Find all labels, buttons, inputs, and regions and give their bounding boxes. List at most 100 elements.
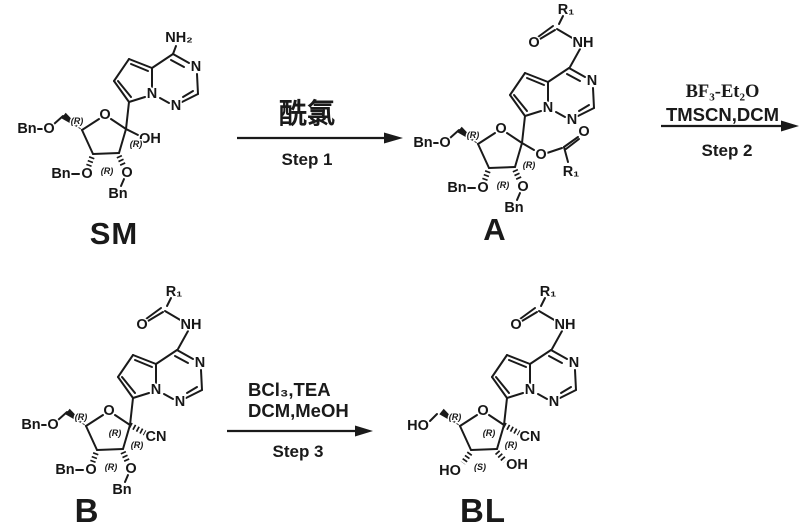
structure-sm-drawing: NH₂ N N N O OH O Bn O Bn O Bn (R) (R) (R… bbox=[16, 29, 203, 204]
oxygen-label: O bbox=[81, 166, 92, 182]
sm-bonds bbox=[36, 45, 199, 187]
hydroxyl-label: OH bbox=[139, 131, 161, 147]
ester-carbonyl-oxygen-label: O bbox=[578, 124, 589, 140]
b-atom-labels: N N N O CN O Bn O Bn O Bn (R) (R) (R) (R… bbox=[20, 354, 207, 500]
step-label-3: Step 3 bbox=[272, 442, 324, 461]
nitrogen-label: N bbox=[195, 355, 205, 371]
benzyl-label: Bn bbox=[21, 417, 40, 433]
arrowhead bbox=[384, 132, 403, 144]
oxygen-label: O bbox=[477, 180, 488, 196]
nitrogen-label: N bbox=[587, 73, 597, 89]
oxygen-label: O bbox=[125, 461, 136, 477]
reagent-text-step2-line2: TMSCN,DCM bbox=[665, 104, 780, 125]
bl-bonds bbox=[429, 349, 577, 465]
nitrogen-label: N bbox=[525, 382, 535, 398]
r1-label: R₁ bbox=[558, 2, 574, 18]
r1-label: R₁ bbox=[166, 284, 182, 300]
oxygen-label: O bbox=[85, 462, 96, 478]
arrowhead bbox=[355, 425, 373, 437]
reagent-text-step3-line1: BCl₃,TEA bbox=[248, 379, 331, 400]
hydroxyl-label: HO bbox=[407, 418, 429, 434]
ring-oxygen-label: O bbox=[495, 121, 506, 137]
reagent-text-step1: 酰氯 bbox=[278, 98, 335, 129]
sm-atom-labels: NH₂ N N N O OH O Bn O Bn O Bn (R) (R) (R… bbox=[16, 29, 203, 204]
reagent-text-step2-line1: BF₃-Et₂O bbox=[685, 82, 760, 102]
benzyl-label: Bn bbox=[51, 166, 70, 182]
arrowhead bbox=[781, 120, 799, 132]
stereo-label-R: (R) bbox=[109, 428, 122, 438]
stereo-label-R: (R) bbox=[71, 116, 84, 126]
structure-label-bl: BL bbox=[460, 492, 506, 529]
nitrogen-label: N bbox=[543, 100, 553, 116]
nitrogen-label: N bbox=[191, 59, 201, 75]
carbonyl-oxygen-label: O bbox=[510, 317, 521, 333]
b-bonds bbox=[40, 349, 203, 483]
stereo-label-R: (R) bbox=[131, 440, 144, 450]
hydroxyl-label: HO bbox=[439, 463, 461, 479]
stereo-label-R: (R) bbox=[497, 180, 510, 190]
carbonyl-oxygen-label: O bbox=[528, 35, 539, 51]
oxygen-label: O bbox=[439, 135, 450, 151]
hydroxyl-label: OH bbox=[506, 457, 528, 473]
b-amide-bonds bbox=[145, 297, 189, 350]
oxygen-label: O bbox=[43, 121, 54, 137]
nitrile-label: CN bbox=[146, 429, 167, 445]
carbonyl-oxygen-label: O bbox=[136, 317, 147, 333]
stereo-label-R: (R) bbox=[130, 139, 143, 149]
ring-oxygen-label: O bbox=[103, 403, 114, 419]
amide-nh-label: NH bbox=[555, 317, 576, 333]
stereo-label-R: (R) bbox=[483, 428, 496, 438]
r1-label: R₁ bbox=[563, 164, 579, 180]
nitrogen-label: N bbox=[569, 355, 579, 371]
ring-oxygen-label: O bbox=[477, 403, 488, 419]
a-amide-bonds bbox=[537, 15, 581, 68]
benzyl-label: Bn bbox=[112, 482, 131, 498]
oxygen-label: O bbox=[47, 417, 58, 433]
structure-label-sm: SM bbox=[89, 216, 139, 251]
stereo-label-R: (R) bbox=[105, 462, 118, 472]
amide-nh-label: NH bbox=[181, 317, 202, 333]
nitrogen-label: N bbox=[151, 382, 161, 398]
structure-b-drawing: R₁ O NH bbox=[20, 283, 207, 500]
stereo-label-R: (R) bbox=[505, 440, 518, 450]
structure-label-b: B bbox=[74, 492, 100, 529]
stereo-label-R: (R) bbox=[101, 166, 114, 176]
reagent-text-step3-line2: DCM,MeOH bbox=[248, 400, 349, 421]
structure-a-drawing: R₁ O NH bbox=[412, 1, 599, 218]
benzyl-label: Bn bbox=[55, 462, 74, 478]
stereo-label-R: (R) bbox=[75, 412, 88, 422]
a-bonds bbox=[432, 67, 595, 201]
reaction-arrow-3 bbox=[227, 425, 373, 437]
nitrile-label: CN bbox=[520, 429, 541, 445]
reaction-arrow-2 bbox=[661, 120, 799, 132]
stereo-label-R: (R) bbox=[467, 130, 480, 140]
structure-label-a: A bbox=[483, 212, 507, 247]
benzyl-label: Bn bbox=[108, 186, 127, 202]
nitrogen-label: N bbox=[567, 112, 577, 128]
benzyl-label: Bn bbox=[17, 121, 36, 137]
oxygen-label: O bbox=[121, 165, 132, 181]
nitrogen-label: N bbox=[171, 98, 181, 114]
stereo-label-R: (R) bbox=[449, 412, 462, 422]
nitrogen-label: N bbox=[175, 394, 185, 410]
r1-label: R₁ bbox=[540, 284, 556, 300]
nitrogen-label: N bbox=[549, 394, 559, 410]
step-label-2: Step 2 bbox=[701, 141, 753, 160]
benzyl-label: Bn bbox=[413, 135, 432, 151]
ester-oxygen-label: O bbox=[535, 147, 546, 163]
benzyl-label: Bn bbox=[504, 200, 523, 216]
oxygen-label: O bbox=[517, 179, 528, 195]
stereo-label-R: (R) bbox=[523, 160, 536, 170]
ring-oxygen-label: O bbox=[99, 107, 110, 123]
bl-atom-labels: N N N O CN HO HO OH (R) (R) (R) (S) bbox=[406, 354, 581, 481]
stereo-label-S: (S) bbox=[474, 462, 486, 472]
amine-label: NH₂ bbox=[165, 30, 192, 46]
reaction-arrow-1 bbox=[237, 132, 403, 144]
bl-amide-bonds bbox=[519, 297, 563, 350]
step-label-1: Step 1 bbox=[281, 150, 333, 169]
a-atom-labels: N N N O O O R₁ O Bn O Bn O Bn (R) (R) (R… bbox=[412, 72, 599, 218]
amide-nh-label: NH bbox=[573, 35, 594, 51]
benzyl-label: Bn bbox=[447, 180, 466, 196]
nitrogen-label: N bbox=[147, 86, 157, 102]
